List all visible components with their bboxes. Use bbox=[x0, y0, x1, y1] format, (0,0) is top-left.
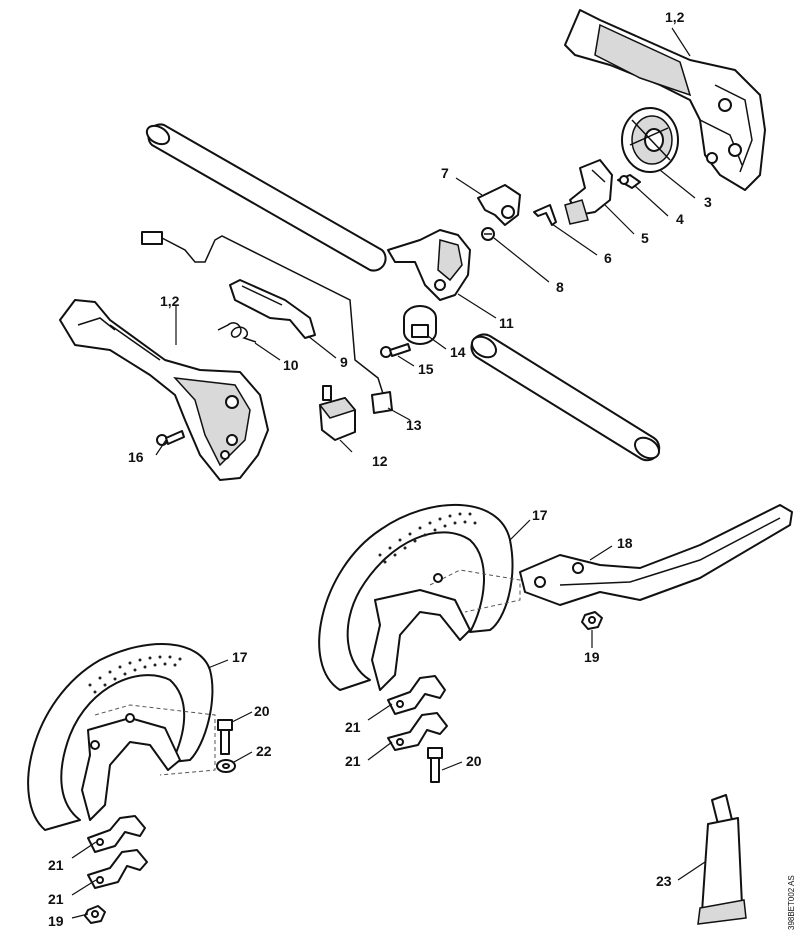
callout-19-left: 19 bbox=[48, 913, 64, 929]
callout-20-left: 20 bbox=[254, 703, 270, 719]
stop-switch-part bbox=[318, 385, 357, 441]
drawing-code: 398BET002 AS bbox=[787, 875, 796, 930]
callout-3: 3 bbox=[704, 194, 712, 210]
leader-lines bbox=[71, 27, 706, 919]
callout-21-left-a: 21 bbox=[48, 857, 64, 873]
torsion-spring-part bbox=[217, 322, 257, 343]
callout-14: 14 bbox=[450, 344, 466, 360]
callout-21-mid-a: 21 bbox=[345, 719, 361, 735]
callout-labels: 1,2 3 4 5 6 7 8 11 14 15 9 10 1,2 16 12 … bbox=[48, 9, 796, 930]
support-bracket-part bbox=[519, 504, 793, 606]
hex-nut-right bbox=[581, 611, 603, 630]
loop-handle-right bbox=[318, 504, 521, 691]
clamp-part-14 bbox=[403, 305, 437, 345]
callout-4: 4 bbox=[676, 211, 684, 227]
callout-19-right: 19 bbox=[584, 649, 600, 665]
callout-6: 6 bbox=[604, 250, 612, 266]
bolt-left bbox=[217, 719, 233, 755]
screw-part-8 bbox=[481, 227, 495, 241]
callout-20-mid: 20 bbox=[466, 753, 482, 769]
thumbwheel-part bbox=[621, 107, 679, 173]
callout-17-right: 17 bbox=[532, 507, 548, 523]
clamp-half-mid-a bbox=[387, 675, 446, 715]
callout-22: 22 bbox=[256, 743, 272, 759]
callout-1-2-left: 1,2 bbox=[160, 293, 180, 309]
callout-13: 13 bbox=[406, 417, 422, 433]
switch-bar-part bbox=[229, 279, 316, 339]
callout-8: 8 bbox=[556, 279, 564, 295]
hex-nut-left bbox=[84, 905, 106, 924]
callout-1-2-top: 1,2 bbox=[665, 9, 685, 25]
callout-21-left-b: 21 bbox=[48, 891, 64, 907]
callout-7: 7 bbox=[441, 165, 449, 181]
spring-clip-part bbox=[617, 174, 641, 189]
washer-part bbox=[216, 759, 236, 773]
clamp-half-left-a bbox=[87, 815, 146, 853]
callout-21-mid-b: 21 bbox=[345, 753, 361, 769]
callout-17-left: 17 bbox=[232, 649, 248, 665]
bracket-part bbox=[533, 204, 557, 226]
wire-harness-part bbox=[141, 231, 393, 414]
grip-texture-left bbox=[88, 655, 182, 694]
trigger-part bbox=[477, 184, 521, 226]
callout-18: 18 bbox=[617, 535, 633, 551]
callout-10: 10 bbox=[283, 357, 299, 373]
callout-15: 15 bbox=[418, 361, 434, 377]
handle-tube-lower bbox=[470, 333, 661, 462]
clamp-half-mid-b bbox=[387, 712, 448, 751]
grease-tube-part bbox=[697, 794, 747, 925]
callout-23: 23 bbox=[656, 873, 672, 889]
callout-5: 5 bbox=[641, 230, 649, 246]
bolt-mid bbox=[427, 747, 443, 783]
throttle-lever-part bbox=[387, 229, 471, 301]
clamp-half-left-b bbox=[87, 849, 148, 889]
grip-texture-right bbox=[378, 512, 477, 564]
callout-16: 16 bbox=[128, 449, 144, 465]
handle-tube-upper bbox=[145, 123, 387, 272]
callout-11: 11 bbox=[499, 315, 514, 331]
control-handle-housing-left bbox=[59, 299, 269, 481]
callout-9: 9 bbox=[340, 354, 348, 370]
lever-part bbox=[564, 159, 613, 225]
callout-12: 12 bbox=[372, 453, 388, 469]
control-handle-housing-top bbox=[564, 9, 766, 191]
screw-part-15 bbox=[380, 343, 411, 358]
loop-handle-left bbox=[27, 643, 216, 831]
screw-part-16 bbox=[156, 430, 185, 446]
